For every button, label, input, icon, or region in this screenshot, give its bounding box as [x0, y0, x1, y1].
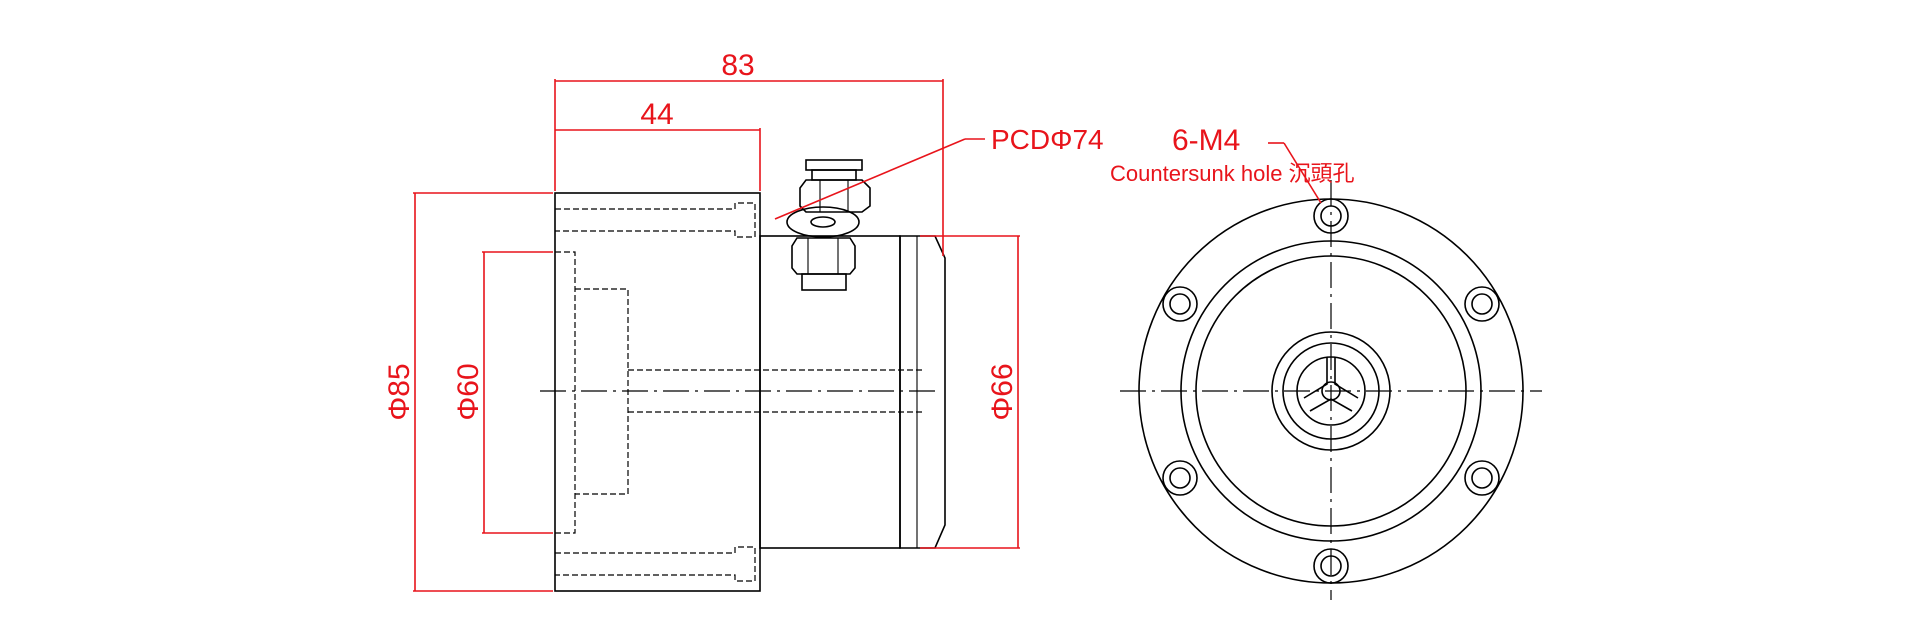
hole-spec-callout: 6-M4 Countersunk hole 沉頭孔 [1110, 124, 1355, 204]
hidden-shaft-passage [628, 369, 925, 413]
hidden-bolt-top [555, 202, 756, 238]
dim-outer-diameter: Φ85 [383, 192, 553, 592]
dim-phi66-label: Φ66 [986, 363, 1019, 420]
bolt-hole-lower-left [1162, 460, 1198, 496]
dim-bore-diameter: Φ60 [452, 251, 553, 534]
bolt-hole-upper-right [1464, 286, 1500, 322]
pcd-label: PCDΦ74 [991, 124, 1104, 155]
dim-phi85-label: Φ85 [383, 363, 416, 420]
dim-83-label: 83 [721, 49, 754, 82]
pcd-callout: PCDΦ74 [774, 124, 1104, 220]
dim-44-label: 44 [640, 98, 673, 131]
hidden-bore [555, 251, 576, 534]
end-cap [899, 235, 946, 549]
dim-shaft-diameter: Φ66 [920, 235, 1020, 549]
air-fitting-icon [786, 159, 871, 291]
body-outline [554, 192, 761, 592]
bolt-hole-lower-right [1464, 460, 1500, 496]
side-view: 83 44 Φ85 Φ60 Φ66 [383, 49, 1104, 592]
front-view: 6-M4 Countersunk hole 沉頭孔 [1110, 124, 1542, 600]
hidden-bolt-bottom [555, 546, 756, 582]
hole-note-label: Countersunk hole 沉頭孔 [1110, 161, 1355, 186]
dim-body-length: 44 [555, 98, 761, 191]
bolt-hole-upper-left [1162, 286, 1198, 322]
dim-phi60-label: Φ60 [452, 363, 485, 420]
hole-spec-label: 6-M4 [1172, 124, 1240, 157]
shaft-section [759, 235, 901, 549]
dim-overall-length: 83 [554, 49, 944, 256]
